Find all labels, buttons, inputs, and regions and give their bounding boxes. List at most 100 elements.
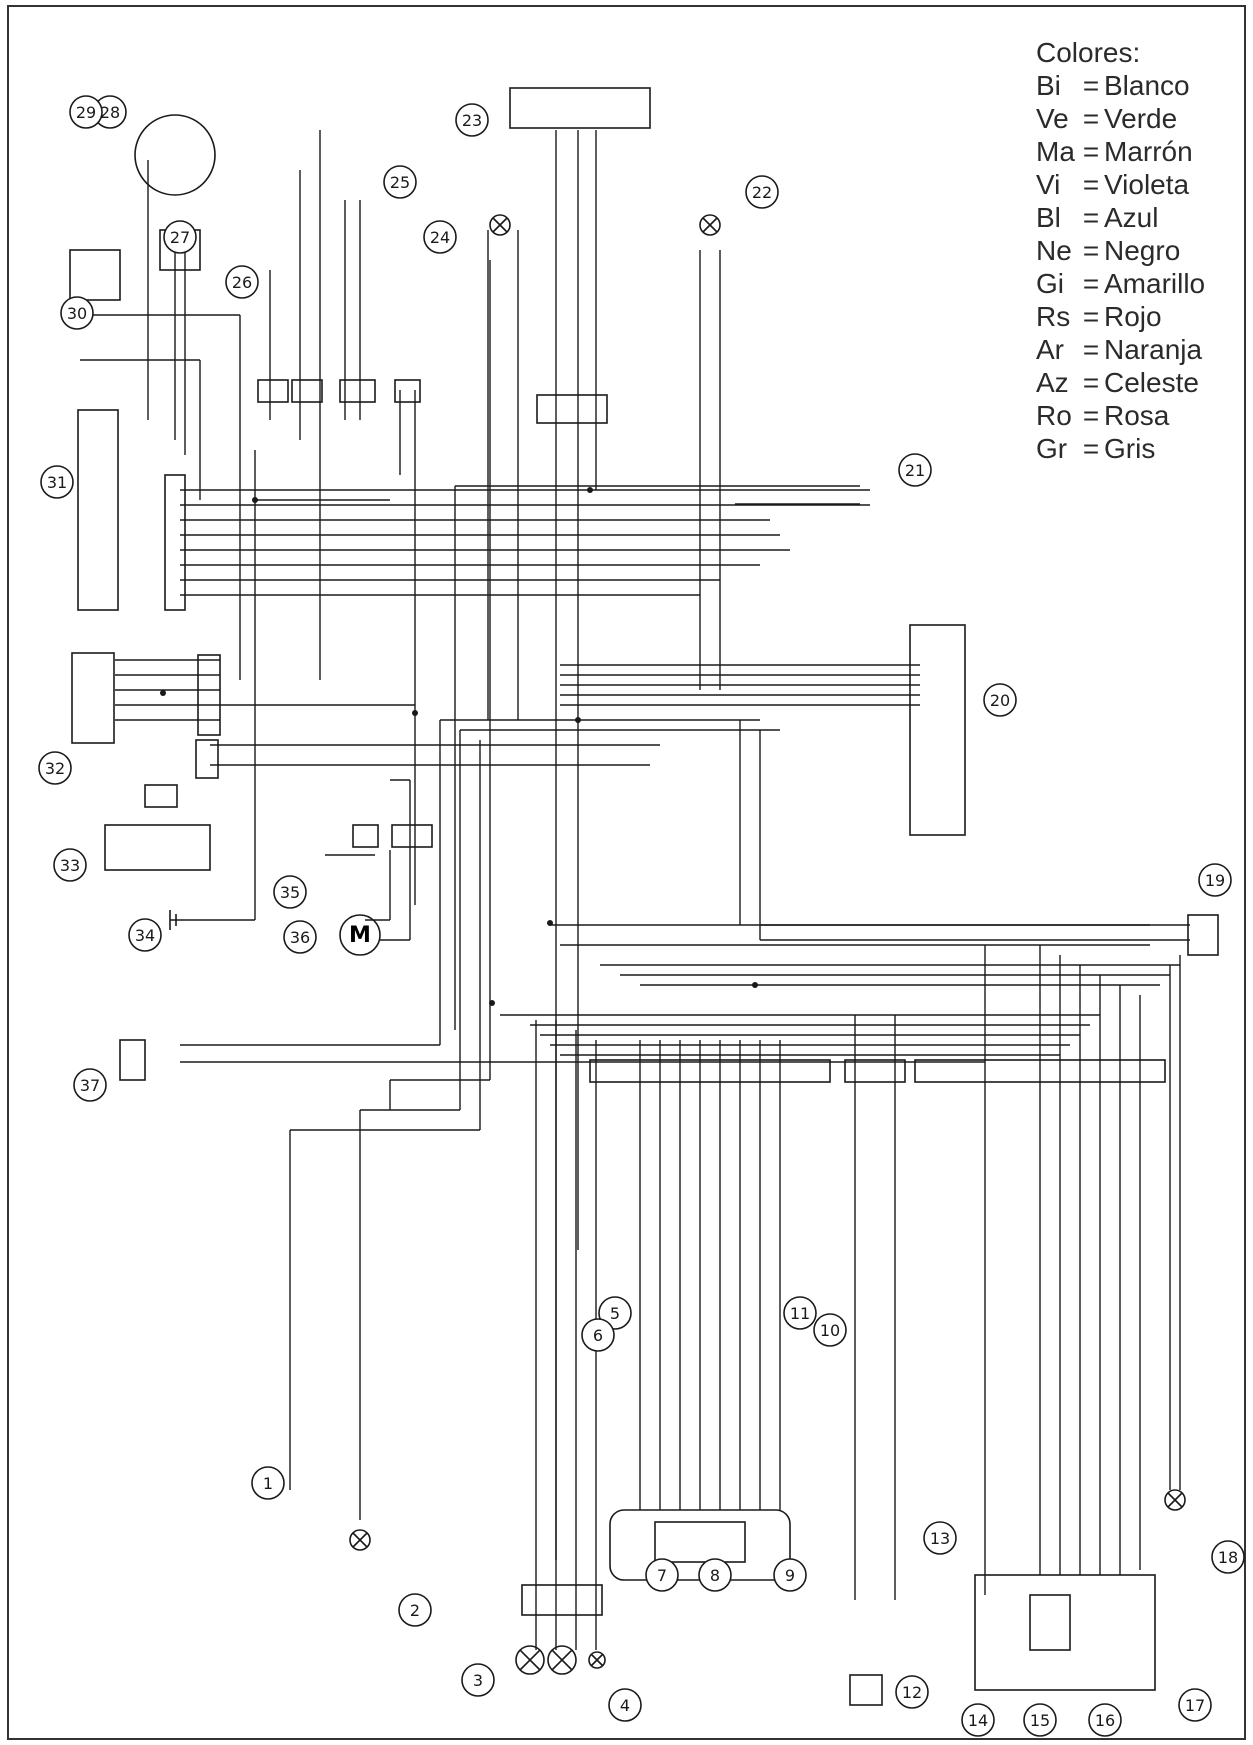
callout-12: 12 <box>895 1675 929 1709</box>
dash-connector-middle <box>844 1059 906 1083</box>
callout-14: 14 <box>961 1703 995 1737</box>
stator-connector <box>144 784 178 808</box>
legend-color-name: Verde <box>1104 103 1178 134</box>
legend-title: Colores: <box>1036 37 1141 68</box>
legend-row: Gr=Gris <box>1036 432 1205 465</box>
callout-23: 23 <box>455 103 489 137</box>
callout-30: 30 <box>60 296 94 330</box>
callout-number: 31 <box>47 473 67 492</box>
callout-number: 25 <box>390 173 410 192</box>
callout-number: 28 <box>100 103 120 122</box>
legend-equals: = <box>1082 103 1100 134</box>
callout-20: 20 <box>983 683 1017 717</box>
legend-code: Vi <box>1036 169 1061 200</box>
legend-row: Ma=Marrón <box>1036 135 1205 168</box>
legend-code: Ne <box>1036 235 1072 266</box>
diagnostic-connector <box>909 624 966 836</box>
callout-number: 36 <box>290 928 310 947</box>
callout-29: 29 <box>69 95 103 129</box>
callout-number: 29 <box>76 103 96 122</box>
conn-a <box>257 379 289 403</box>
legend-color-name: Amarillo <box>1104 268 1206 299</box>
legend-equals: = <box>1082 400 1100 431</box>
wires <box>80 130 1190 1650</box>
conn-d <box>394 379 421 403</box>
legend-row: Rs =Rojo <box>1036 300 1205 333</box>
battery <box>69 249 121 301</box>
callout-16: 16 <box>1088 1703 1122 1737</box>
legend-color-name: Violeta <box>1104 169 1190 200</box>
callout-number: 27 <box>170 228 190 247</box>
callout-number: 17 <box>1185 1696 1205 1715</box>
callout-number: 37 <box>80 1076 100 1095</box>
callout-11: 11 <box>783 1296 817 1330</box>
callout-number: 30 <box>67 304 87 323</box>
callout-19: 19 <box>1198 863 1232 897</box>
conn-23-lower <box>536 394 608 424</box>
dash-connector-left <box>589 1059 831 1083</box>
callout-15: 15 <box>1023 1703 1057 1737</box>
callout-number: 33 <box>60 856 80 875</box>
motor-label: M <box>349 923 371 948</box>
legend-equals: = <box>1082 268 1100 299</box>
legend-equals: = <box>1082 202 1100 233</box>
callout-8: 8 <box>698 1558 732 1592</box>
callout-number: 12 <box>902 1683 922 1702</box>
headlight-connector <box>521 1584 603 1616</box>
lamp-18 <box>1164 1489 1186 1511</box>
lamp-2 <box>349 1529 371 1551</box>
legend-color-name: Rosa <box>1104 400 1170 431</box>
callout-34: 34 <box>128 918 162 952</box>
legend-color-name: Negro <box>1104 235 1181 266</box>
callout-number: 22 <box>752 183 772 202</box>
callout-32: 32 <box>38 751 72 785</box>
switch-box <box>974 1574 1156 1691</box>
speed-sensor <box>849 1674 883 1706</box>
legend-color-name: Rojo <box>1104 301 1162 332</box>
legend-color-name: Azul <box>1104 202 1159 233</box>
legend-row: Az=Celeste <box>1036 366 1205 399</box>
callout-number: 7 <box>657 1566 667 1585</box>
components <box>69 87 1219 1706</box>
callout-number: 13 <box>930 1529 950 1548</box>
callout-25: 25 <box>383 165 417 199</box>
legend-equals: = <box>1082 334 1100 365</box>
legend-color-name: Blanco <box>1104 70 1190 101</box>
lamps <box>349 214 1186 1675</box>
legend-code: Ro <box>1036 400 1072 431</box>
legend-row: Bi=Blanco <box>1036 69 1205 102</box>
callout-13: 13 <box>923 1521 957 1555</box>
main-connector-pins <box>164 474 186 611</box>
regulator <box>71 652 115 744</box>
legend-row: Gi=Amarillo <box>1036 267 1205 300</box>
callout-number: 16 <box>1095 1711 1115 1730</box>
callout-number: 3 <box>473 1671 483 1690</box>
callout-27: 27 <box>163 220 197 254</box>
callout-number: 34 <box>135 926 155 945</box>
callout-number: 8 <box>710 1566 720 1585</box>
callout-22: 22 <box>745 175 779 209</box>
callout-37: 37 <box>73 1068 107 1102</box>
callout-24: 24 <box>423 220 457 254</box>
callout-28: 28 <box>93 95 127 129</box>
legend-code: Ma <box>1036 136 1075 167</box>
callout-number: 11 <box>790 1304 810 1323</box>
callout-21: 21 <box>898 453 932 487</box>
legend-row: Ne =Negro <box>1036 234 1205 267</box>
callout-number: 18 <box>1218 1548 1238 1567</box>
legend-code: Rs <box>1036 301 1071 332</box>
ignition-switch <box>134 114 216 196</box>
callout-number: 6 <box>593 1326 603 1345</box>
legend-row: Ro =Rosa <box>1036 399 1205 432</box>
callout-2: 2 <box>398 1593 432 1627</box>
legend-equals: = <box>1082 235 1100 266</box>
callout-3: 3 <box>461 1663 495 1697</box>
callout-number: 9 <box>785 1566 795 1585</box>
diagram-frame <box>7 5 1246 1740</box>
horn-switch <box>119 1039 146 1081</box>
regulator-aux-connector <box>195 739 219 779</box>
legend-equals: = <box>1082 367 1100 398</box>
legend-equals: = <box>1082 301 1100 332</box>
lamp-3a <box>515 1645 545 1675</box>
